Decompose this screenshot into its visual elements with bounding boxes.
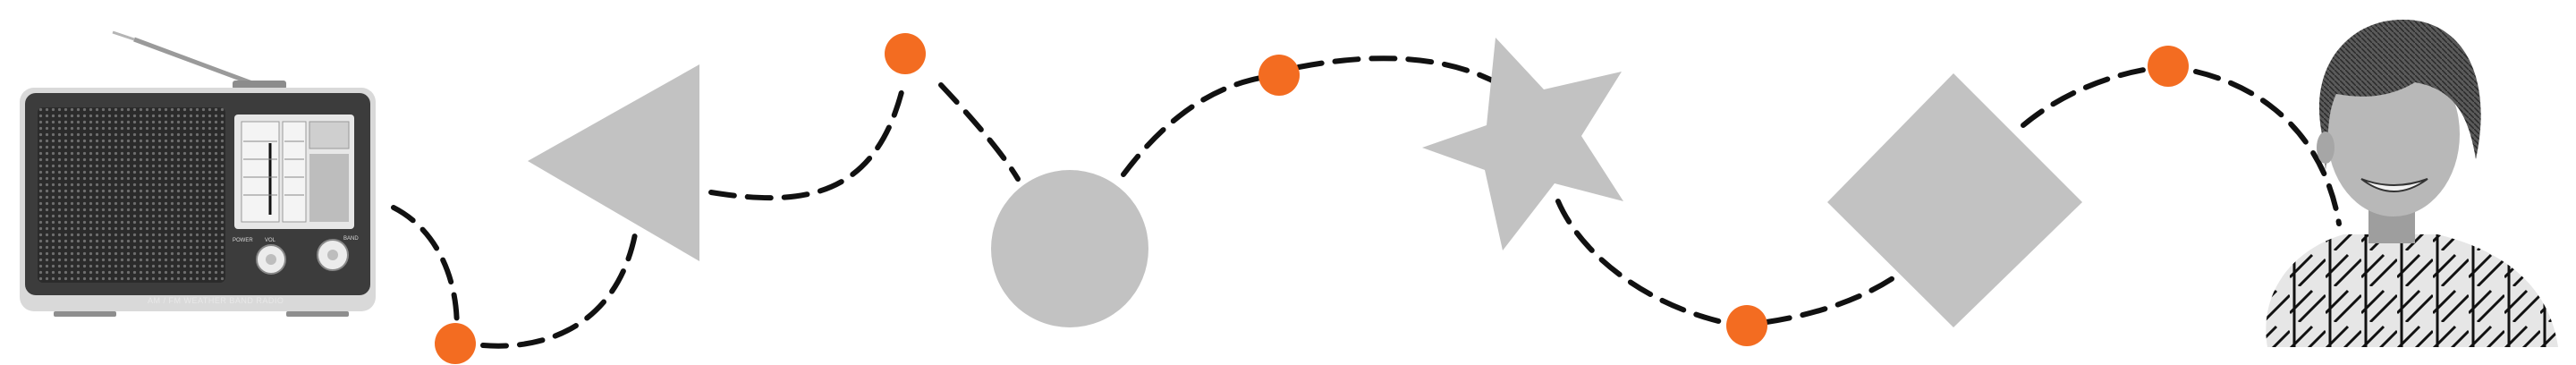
orange-dot-3	[1258, 55, 1300, 96]
radio-band-label: AM / FM WEATHER BAND RADIO	[148, 296, 284, 305]
connectors	[391, 55, 2342, 349]
knob-label-power: POWER	[233, 238, 253, 243]
diamond-shape	[1827, 73, 2082, 327]
orange-dot-4	[1726, 305, 1767, 346]
connector-dot5-person	[2193, 69, 2342, 226]
orange-dot-5	[2148, 46, 2189, 87]
orange-dot-2	[885, 33, 926, 74]
star-shape	[1422, 38, 1623, 250]
orange-dot-1	[435, 323, 476, 364]
am-fm-radio-icon: POWER VOL BAND AM / FM WEATHER BAND RADI…	[20, 30, 376, 317]
connector-diamond-dot5	[2021, 64, 2165, 128]
connector-dot1-triangle	[480, 232, 638, 349]
knob-label-vol: VOL	[265, 238, 276, 243]
boy-portrait-icon	[2266, 19, 2558, 347]
connector-dot4-diamond	[1764, 270, 1903, 325]
connector-radio-dot1	[391, 205, 460, 343]
knob-label-band: BAND	[343, 236, 359, 242]
connector-dot2-circle	[938, 82, 1021, 182]
connector-star-dot4	[1555, 199, 1733, 327]
triangle-shape	[528, 64, 699, 261]
connector-triangle-dot2	[708, 82, 906, 201]
circle-shape	[991, 170, 1148, 327]
connector-circle-dot3	[1121, 75, 1264, 177]
connector-dot3-star	[1296, 55, 1505, 89]
